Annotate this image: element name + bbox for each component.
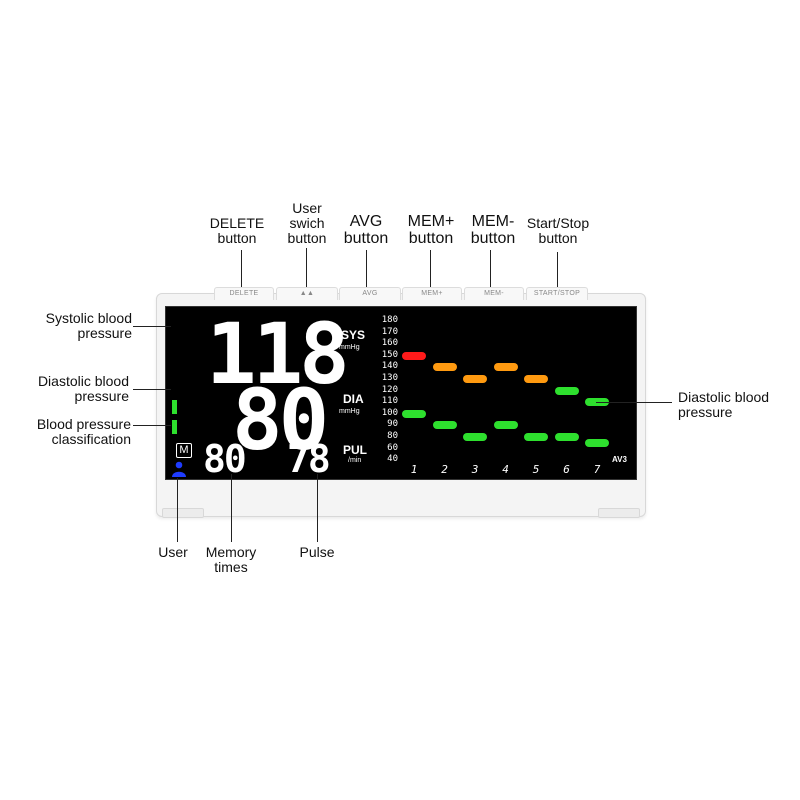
diastolic-history-bar — [524, 433, 548, 441]
systolic-history-bar — [524, 375, 548, 383]
dia-unit: mmHg — [339, 408, 360, 415]
diastolic-left-leader-line — [133, 389, 171, 390]
memory-index-label: 5 — [532, 463, 540, 476]
scale-tick-label: 160 — [381, 338, 398, 349]
memory-times-reading: 80 — [203, 437, 247, 481]
avg-button-label: AVG button — [343, 213, 389, 247]
scale-tick-label: 80 — [387, 431, 398, 441]
delete-leader-line — [241, 250, 242, 290]
device-foot-left — [162, 508, 204, 518]
user-switch-button-label: User swich button — [287, 200, 327, 246]
pul-unit: /min — [348, 457, 362, 464]
systolic-history-bar — [402, 351, 426, 360]
user-switch-leader-line — [306, 248, 307, 290]
pulse-leader-line — [317, 474, 318, 542]
scale-tick-label: 120 — [381, 384, 398, 395]
avg-button[interactable]: AVG — [339, 287, 401, 300]
avg-leader-line — [366, 250, 367, 290]
memory-index-label: 3 — [471, 463, 479, 476]
pulse-reading: 78 — [287, 437, 331, 481]
diastolic-reading: 80 — [232, 371, 329, 469]
scale-tick-label: 130 — [381, 373, 398, 383]
diastolic-history-bar — [432, 421, 457, 430]
mem-minus-button[interactable]: MEM- — [464, 287, 524, 300]
mem-plus-leader-line — [430, 250, 431, 290]
scale-tick-label: 40 — [387, 454, 398, 465]
classification-segment — [172, 400, 177, 414]
user-label: User — [158, 544, 188, 560]
diastolic-right-leader-line — [596, 402, 672, 403]
systolic-history-bar — [463, 375, 487, 383]
memory-index-label: 7 — [593, 463, 601, 476]
dia-label: DIA — [343, 392, 364, 406]
diastolic-history-bar — [585, 438, 609, 447]
user-switch-button[interactable]: ▲▲ — [276, 287, 338, 300]
memory-index-label: 2 — [441, 463, 448, 476]
scale-tick-label: 170 — [381, 326, 398, 337]
systolic-history-bar — [432, 363, 457, 372]
diastolic-left-label: Diastolic blood pressure — [37, 373, 129, 404]
scale-tick-label: 100 — [381, 407, 398, 418]
start-stop-button[interactable]: START/STOP — [526, 287, 588, 300]
classification-label: Blood pressure classification — [36, 416, 131, 447]
delete-button-label: DELETE button — [209, 215, 265, 246]
diastolic-right-label: Diastolic blood pressure — [678, 389, 770, 420]
memory-index-label: 4 — [502, 463, 509, 476]
user-icon — [172, 461, 186, 477]
delete-button[interactable]: DELETE — [214, 287, 274, 300]
diastolic-history-bar — [402, 409, 426, 418]
user-leader-line — [177, 478, 178, 542]
scale-tick-label: 110 — [381, 396, 398, 407]
scale-tick-label: 90 — [387, 419, 398, 430]
sys-label: SYS — [341, 328, 366, 342]
classification-segment — [172, 420, 177, 434]
pulse-label: Pulse — [299, 544, 335, 560]
sys-unit: mmHg — [339, 344, 360, 351]
mem-plus-button[interactable]: MEM+ — [402, 287, 462, 300]
memory-index-label: 6 — [563, 463, 570, 476]
scale-tick-label: 180 — [381, 315, 398, 325]
avg-tag: AV3 — [612, 455, 627, 464]
scale-tick-label: 150 — [381, 349, 398, 360]
systolic-leader-line — [133, 326, 171, 327]
memory-index-label: 1 — [410, 463, 418, 476]
memory-icon: M — [176, 443, 192, 458]
systolic-history-bar — [554, 386, 579, 395]
memory-times-label: Memory times — [205, 544, 257, 575]
diastolic-history-bar — [554, 433, 579, 441]
scale-tick-label: 60 — [387, 442, 398, 453]
mem-plus-button-label: MEM+ button — [407, 213, 455, 247]
start-stop-button-label: Start/Stop button — [526, 215, 590, 246]
diastolic-history-bar — [493, 421, 518, 430]
mem-minus-leader-line — [490, 250, 491, 290]
scale-tick-label: 140 — [381, 361, 398, 372]
device-foot-right — [598, 508, 640, 518]
memory-leader-line — [231, 474, 232, 542]
mem-minus-button-label: MEM- button — [470, 213, 516, 247]
pul-label: PUL — [343, 443, 367, 457]
systolic-history-bar — [493, 363, 518, 372]
systolic-label: Systolic blood pressure — [45, 310, 132, 341]
classification-leader-line — [133, 425, 171, 426]
start-stop-leader-line — [557, 252, 558, 290]
diastolic-history-bar — [463, 433, 487, 441]
systolic-reading: 118 — [206, 305, 350, 403]
